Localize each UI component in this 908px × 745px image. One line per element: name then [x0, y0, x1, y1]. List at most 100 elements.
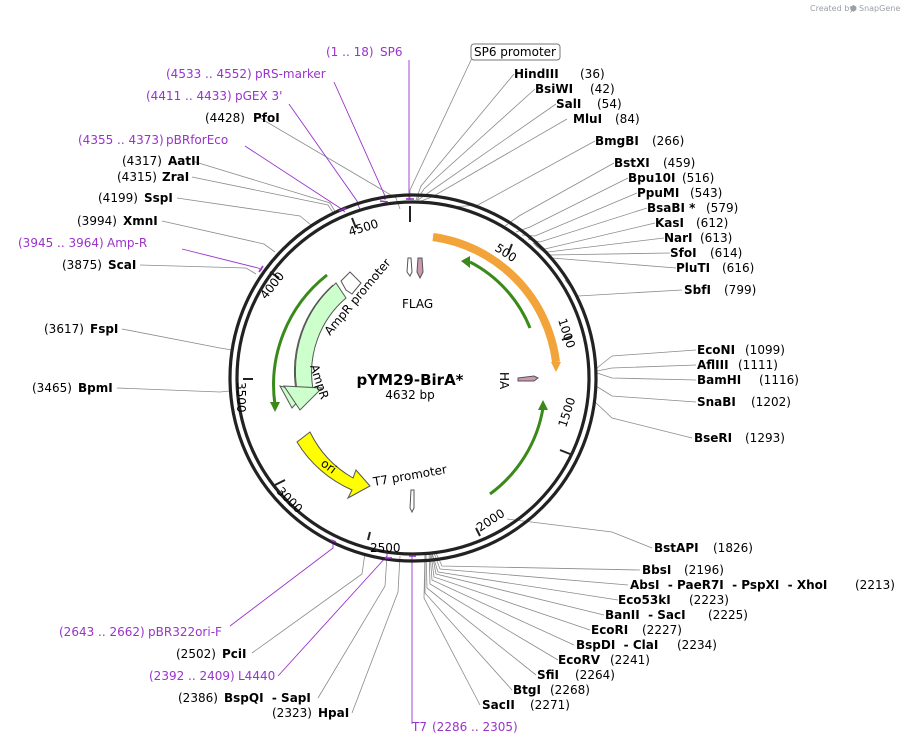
site-name: BstXI: [614, 156, 650, 170]
site-pos: (1099): [745, 343, 785, 357]
site-name: BanII - SacI: [605, 608, 686, 622]
primer-pbr322ori-range: (2643 .. 2662): [59, 625, 145, 639]
site-pos: (266): [652, 134, 684, 148]
primer-ampr-range: (3945 .. 3964): [18, 236, 104, 250]
primer-sp6-name: SP6: [380, 45, 403, 59]
orf-arc-left: [272, 273, 328, 406]
sites-left: (4428) PfoI (4317) AatII (4315) ZraI (41…: [32, 111, 349, 720]
site-pos: (1826): [713, 541, 753, 555]
site-name: BsaBI *: [647, 201, 696, 215]
site-name: HpaI: [318, 706, 349, 720]
site-name: AatII: [168, 154, 200, 168]
site-name: XmnI: [123, 214, 158, 228]
site-name: BmgBI: [595, 134, 639, 148]
primer-t7-name: T7: [411, 720, 427, 734]
primer-pgex3-name: pGEX 3': [235, 89, 282, 103]
site-name: BseRI: [694, 431, 732, 445]
primers-top: (1 .. 18) SP6 (4533 .. 4552) pRS-marker …: [18, 45, 403, 250]
site-pos: (2241): [610, 653, 650, 667]
ha-label: HA: [497, 372, 511, 390]
ori-arrow: [296, 431, 371, 500]
site-pos: (2223): [689, 593, 729, 607]
tick-1500: 1500: [556, 396, 579, 429]
site-name: BamHI: [697, 373, 741, 387]
site-pos: (42): [590, 82, 615, 96]
site-name: EcoNI: [697, 343, 735, 357]
primer-prs-marker-range: (4533 .. 4552): [166, 67, 252, 81]
site-name: SalI: [556, 97, 581, 111]
site-pos: (3465): [32, 381, 72, 395]
site-pos: (36): [580, 67, 605, 81]
site-pos: (612): [696, 216, 728, 230]
tick-1000: 1000: [555, 317, 578, 350]
site-name: ScaI: [108, 258, 136, 272]
site-pos: (4199): [98, 191, 138, 205]
sp6-promoter-label: SP6 promoter: [474, 45, 556, 59]
site-name: PfoI: [253, 111, 280, 125]
primer-pbr322ori-name: pBR322ori-F: [148, 625, 222, 639]
site-pos: (1293): [745, 431, 785, 445]
features: [270, 233, 561, 514]
flag-label: FLAG: [402, 297, 433, 311]
plasmid-size: 4632 bp: [385, 388, 435, 402]
primer-sp6-range: (1 .. 18): [326, 45, 374, 59]
site-pos: (616): [722, 261, 754, 275]
sp6-small-arrow: [406, 257, 413, 277]
site-name: ZraI: [162, 170, 189, 184]
site-pos: (2225): [708, 608, 748, 622]
site-pos: (579): [706, 201, 738, 215]
site-pos: (84): [615, 112, 640, 126]
site-name: AbsI - PaeR7I - PspXI - XhoI: [630, 578, 827, 592]
site-name: BtgI: [513, 683, 541, 697]
site-name: BsiWI: [535, 82, 573, 96]
primer-marks: [258, 198, 416, 559]
site-name: BspDI - ClaI: [576, 638, 658, 652]
site-pos: (543): [690, 186, 722, 200]
site-name: Bpu10I: [628, 171, 675, 185]
site-name: SfiI: [537, 668, 559, 682]
ring-ticks: [243, 206, 573, 541]
orange-orf-arc: [432, 233, 560, 363]
site-pos: (54): [597, 97, 622, 111]
orf-arrowhead-left: [270, 402, 280, 412]
site-pos: (2196): [684, 563, 724, 577]
site-name: PciI: [222, 647, 247, 661]
ampr-promoter-arrow: [340, 271, 362, 295]
site-name: EcoRI: [591, 623, 628, 637]
snapgene-watermark: Created by ⬢ SnapGene: [810, 4, 900, 13]
site-name: PpuMI: [637, 186, 679, 200]
primers-bottom: (2643 .. 2662) pBR322ori-F (2392 .. 2409…: [59, 625, 518, 734]
primer-pbrforeco-range: (4355 .. 4373): [78, 133, 164, 147]
site-name: SnaBI: [697, 395, 736, 409]
site-pos: (4428): [205, 111, 245, 125]
site-pos: (2323): [272, 706, 312, 720]
site-pos: (3994): [77, 214, 117, 228]
site-name: AflIII: [697, 358, 729, 372]
site-name: Eco53kI: [618, 593, 671, 607]
site-name: EcoRV: [558, 653, 601, 667]
sites-right: HindIII (36) BsiWI (42) SalI (54) MluI (…: [482, 67, 895, 712]
site-pos: (459): [663, 156, 695, 170]
site-pos: (1111): [738, 358, 778, 372]
site-name: SfoI: [670, 246, 697, 260]
site-name: KasI: [655, 216, 684, 230]
primer-ampr-name: Amp-R: [107, 236, 147, 250]
site-pos: (516): [682, 171, 714, 185]
site-pos: (4317): [122, 154, 162, 168]
site-pos: (2227): [642, 623, 682, 637]
site-name: BbsI: [642, 563, 671, 577]
site-name: BpmI: [78, 381, 113, 395]
t7-promoter-label: T7 promoter: [371, 462, 448, 489]
site-name: SacII: [482, 698, 515, 712]
site-pos: (2271): [530, 698, 570, 712]
site-name: BspQI - SapI: [224, 691, 311, 705]
ampr-head: [283, 385, 324, 411]
site-pos: (614): [710, 246, 742, 260]
site-pos: (2502): [176, 647, 216, 661]
site-pos: (3875): [62, 258, 102, 272]
flag-marker: [416, 257, 424, 280]
site-name: MluI: [573, 112, 602, 126]
site-pos: (2386): [178, 691, 218, 705]
site-pos: (2234): [677, 638, 717, 652]
